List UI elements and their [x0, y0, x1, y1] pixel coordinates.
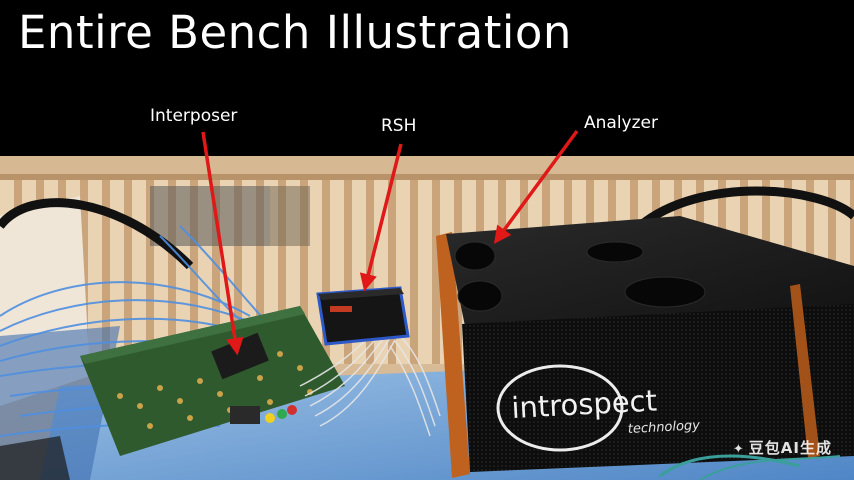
- bench-photo: introspect technology: [0, 156, 854, 480]
- callout-label-rsh: RSH: [381, 116, 417, 136]
- sparkle-icon: ✦: [732, 442, 745, 457]
- callout-label-analyzer: Analyzer: [584, 113, 658, 133]
- watermark-text: 豆包AI生成: [748, 439, 832, 457]
- callout-label-interposer: Interposer: [150, 106, 238, 126]
- analyzer-subbrand-text: technology: [627, 418, 700, 437]
- watermark: ✦豆包AI生成: [733, 437, 832, 458]
- slide-title: Entire Bench Illustration: [18, 6, 572, 59]
- analyzer-brand-text: introspect: [511, 383, 658, 425]
